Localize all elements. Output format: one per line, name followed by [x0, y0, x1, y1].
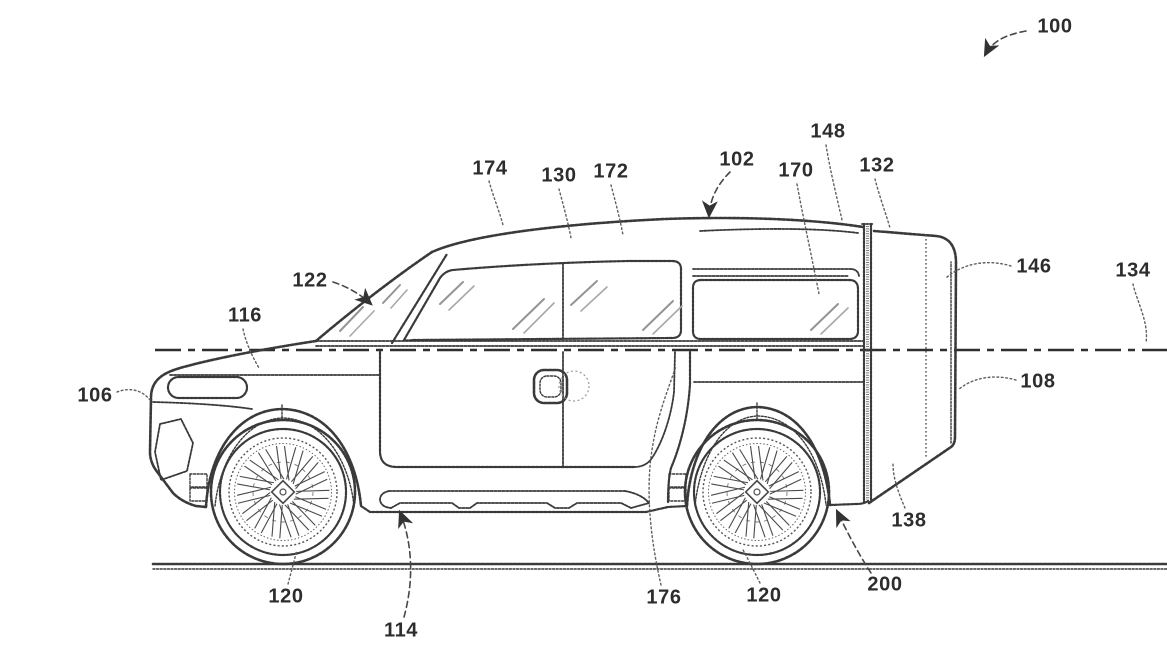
door-handle-ghost — [558, 370, 590, 402]
leader-138 — [892, 463, 906, 509]
vehicle-body — [148, 216, 958, 564]
leader-172 — [610, 184, 624, 236]
front-wheel — [211, 420, 355, 564]
leader-174 — [488, 180, 504, 226]
front-bumper-step-lower — [189, 487, 208, 502]
roof-drip-rail — [699, 228, 859, 234]
leader-114 — [398, 509, 414, 618]
leader-200 — [835, 508, 872, 574]
rear-quarter-window — [691, 278, 860, 341]
running-board — [379, 490, 650, 509]
cargo-junction-rail — [861, 222, 874, 504]
leader-176 — [648, 365, 677, 586]
rear-wheel — [685, 420, 829, 564]
hood-line — [148, 339, 318, 509]
rear-step-upper — [668, 473, 687, 488]
leader-132 — [874, 178, 891, 229]
leader-106 — [116, 388, 151, 401]
rear-step-lower — [668, 487, 687, 502]
door-handle — [532, 368, 569, 405]
leader-100 — [983, 30, 1027, 58]
greenhouse — [402, 259, 860, 342]
leader-130 — [558, 188, 572, 239]
a-pillar-inner-edge — [390, 252, 449, 345]
rocker-line — [359, 504, 689, 514]
front-intake — [154, 418, 194, 481]
leader-134 — [1132, 283, 1148, 344]
quarter-panel-seam — [692, 268, 860, 277]
rear-cargo-module — [867, 229, 958, 505]
door-handle-inner — [539, 375, 562, 398]
front-bumper-step-upper — [189, 473, 208, 488]
rear-lower-body — [828, 499, 870, 507]
beltline — [315, 340, 865, 383]
front-door-window — [402, 259, 683, 342]
leader-108 — [957, 376, 1017, 391]
leader-148 — [825, 144, 843, 221]
leader-102 — [701, 171, 731, 219]
ground-line — [151, 562, 1167, 570]
headlight — [166, 375, 249, 400]
leader-120-rear — [741, 547, 761, 584]
windshield — [339, 284, 408, 337]
leader-146 — [945, 261, 1012, 279]
leader-170 — [796, 183, 820, 295]
leader-116 — [242, 328, 260, 369]
leader-122 — [332, 281, 373, 306]
front-fascia-crease — [152, 401, 253, 410]
roof-line — [314, 216, 865, 343]
rear-wheel-arch-inner — [694, 415, 827, 507]
side-doors — [378, 350, 692, 504]
leader-lines — [116, 30, 1148, 618]
leader-120-front — [287, 549, 298, 585]
